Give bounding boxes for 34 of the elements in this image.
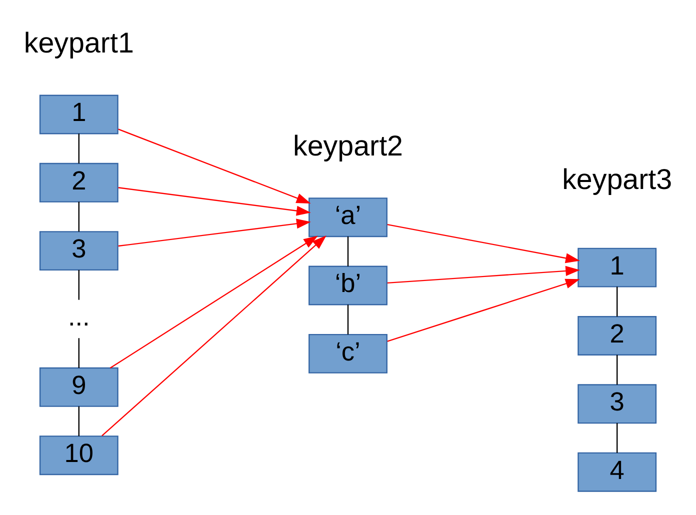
node-box: ‘a’ xyxy=(308,197,388,237)
connector xyxy=(78,406,80,436)
arrow xyxy=(110,235,318,368)
node-box: 1 xyxy=(578,247,657,287)
connector xyxy=(78,201,80,232)
arrow xyxy=(387,278,580,342)
label: keypart2 xyxy=(292,130,404,162)
connector xyxy=(347,304,349,334)
node-box: 3 xyxy=(578,384,657,424)
label: keypart1 xyxy=(24,27,134,60)
connector xyxy=(78,133,80,163)
node-box: ‘b’ xyxy=(308,265,388,305)
node-box: 1 xyxy=(39,94,118,134)
node-box: 2 xyxy=(578,316,657,355)
node-box: 9 xyxy=(39,366,118,406)
connector xyxy=(616,422,618,452)
connector xyxy=(616,354,618,384)
node-text: ... xyxy=(68,301,90,332)
node-box: 4 xyxy=(578,452,657,492)
arrow xyxy=(387,223,580,263)
arrow xyxy=(118,218,311,246)
connector xyxy=(347,236,349,266)
arrow xyxy=(387,265,580,284)
arrow xyxy=(118,186,311,216)
connector xyxy=(78,269,80,300)
arrow xyxy=(118,128,311,203)
node-box: ‘c’ xyxy=(308,333,388,373)
connector xyxy=(78,338,80,368)
node-box: 10 xyxy=(39,435,118,475)
node-box: 3 xyxy=(39,230,118,270)
node-box: 2 xyxy=(39,162,118,202)
arrow xyxy=(102,235,326,436)
connector xyxy=(616,286,618,316)
label: keypart3 xyxy=(562,163,672,196)
